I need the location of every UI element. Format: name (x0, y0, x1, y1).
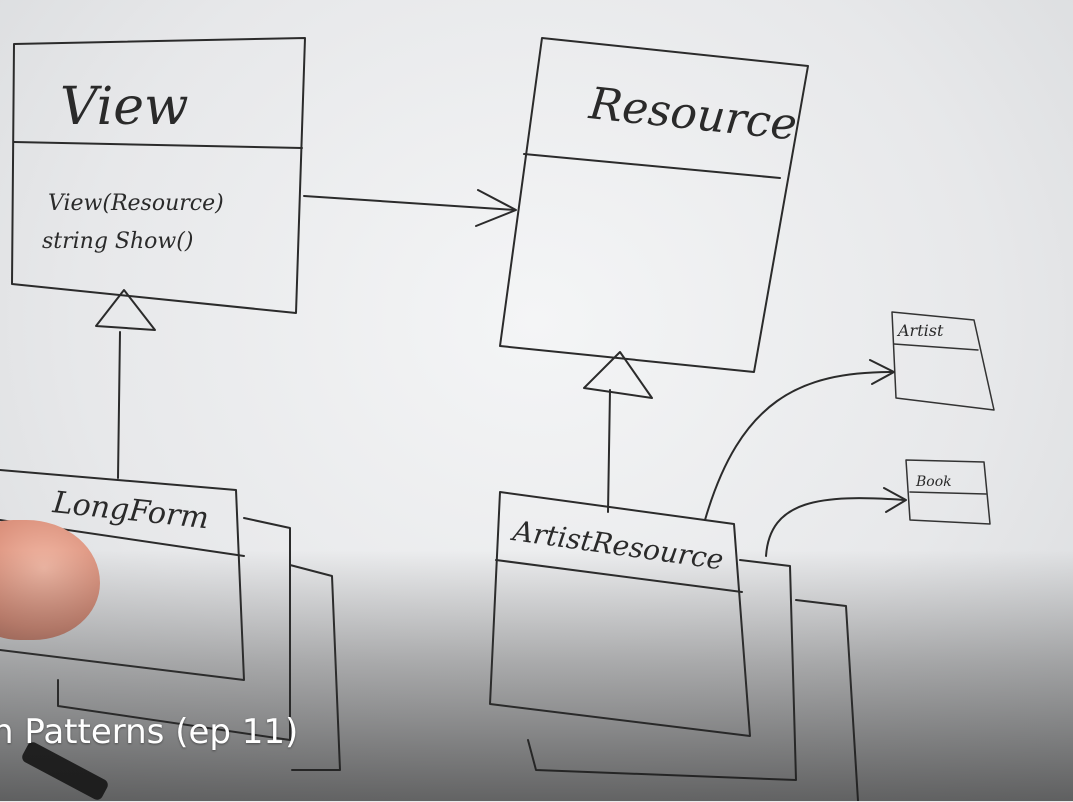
longform-class-name: LongForm (50, 485, 210, 536)
view-member-show: string Show() (42, 229, 193, 254)
artist-resource-class-box: ArtistResource (489, 491, 859, 801)
view-class-box: View View(Resource) string Show() (11, 37, 306, 314)
view-class-name: View (60, 77, 189, 137)
view-member-constructor: View(Resource) (48, 191, 224, 216)
curved-arrows (704, 359, 907, 557)
artist-box-name: Artist (896, 321, 944, 340)
book-box: Book (905, 459, 991, 525)
video-caption: n Patterns (ep 11) (0, 712, 299, 752)
artist-box: Artist (891, 311, 995, 411)
resource-class-name: Resource (586, 78, 799, 151)
artist-resource-class-name: ArtistResource (508, 514, 725, 577)
book-box-name: Book (915, 474, 952, 490)
association-arrow (303, 189, 517, 227)
inheritance-arrow-view (95, 289, 156, 479)
resource-class-box: Resource (499, 37, 809, 373)
inheritance-arrow-resource (583, 351, 653, 513)
